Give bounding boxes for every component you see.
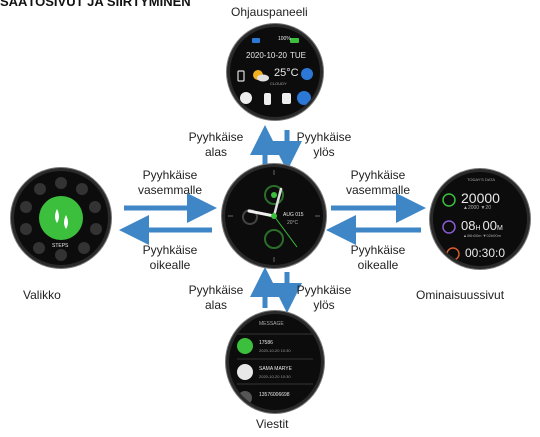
steps-ring-icon (264, 185, 284, 205)
steps-data-icon (442, 193, 456, 207)
gesture-line-2: oikealle (149, 258, 191, 272)
menu-icon-2 (76, 183, 88, 195)
temperature-text: 25°C (274, 67, 299, 79)
sleep-value: 08H 00M (461, 218, 503, 233)
message-time-1: 2020-10-20 10:30 (259, 348, 291, 353)
watch-control-panel[interactable]: 100% 2020-10-20 TUE 25°C CLOUDY (230, 27, 320, 117)
gesture-line-1: Pyyhkäise (296, 283, 352, 297)
sleep-sub: ▲06h00m ▼02h00m (463, 233, 501, 238)
minute-hand (272, 187, 283, 218)
screen-lock-icon (282, 93, 291, 104)
steps-app-icon (39, 196, 83, 240)
brightness-icon (297, 91, 311, 105)
label-control-panel: Ohjauspaneeli (231, 5, 308, 19)
label-feature-pages: Ominaisuussivut (416, 288, 505, 302)
message-name-3: 13576006698 (259, 392, 290, 398)
gesture-line-1: Pyyhkäise (142, 243, 198, 257)
settings-gear-icon (301, 68, 313, 80)
gesture-line-1: Pyyhkäise (188, 283, 244, 297)
watch-center-face[interactable]: AUG 015 20°C (225, 167, 323, 265)
contact-icon (237, 364, 253, 380)
features-header: TODAY'S DATA (467, 177, 496, 182)
weather-caption: CLOUDY (270, 81, 287, 86)
label-messages: Viestit (256, 417, 289, 431)
gesture-line-2: alas (204, 145, 227, 159)
bluetooth-icon (252, 38, 260, 43)
second-hand (273, 215, 298, 248)
gesture-line-2: ylös (313, 145, 335, 159)
menu-icon-8 (20, 223, 32, 235)
find-phone-icon (240, 92, 252, 104)
menu-icon-1 (55, 177, 67, 189)
menu-icon-6 (55, 249, 67, 261)
gesture-line-2: vasemmalle (345, 183, 411, 197)
sleep-data-icon (442, 220, 456, 234)
watch-feature-pages[interactable]: TODAY'S DATA 20000 ▲2000 ▼20 08H 00M ▲06… (433, 172, 527, 266)
menu-caption: STEPS (52, 243, 69, 249)
message-name-1: 17586 (259, 340, 273, 346)
wechat-icon (237, 338, 253, 354)
message-icon (238, 391, 252, 405)
heart-ring-icon (264, 229, 284, 249)
timer-value: 00:30:0 (465, 246, 506, 260)
battery-small-icon (237, 70, 245, 82)
gesture-line-2: alas (204, 298, 227, 312)
gesture-line-1: Pyyhkäise (350, 168, 406, 182)
sleep-minutes: 00 (482, 218, 497, 233)
battery-percent: 100% (278, 36, 291, 42)
steps-sub: ▲2000 ▼20 (463, 205, 491, 211)
hour-hand (247, 209, 276, 218)
gesture-line-1: Pyyhkäise (142, 168, 198, 182)
label-menu: Valikko (23, 288, 61, 302)
menu-icon-7 (33, 242, 45, 254)
gesture-line-2: ylös (313, 298, 335, 312)
gesture-line-1: Pyyhkäise (296, 130, 352, 144)
timer-data-icon (446, 247, 460, 261)
date-text: 2020-10-20 (246, 51, 287, 60)
steps-value: 20000 (461, 190, 500, 206)
messages-header: MESSAGE (259, 321, 284, 327)
watch-messages[interactable]: MESSAGE 17586 2020-10-20 10:30 SAMA MARY… (229, 314, 321, 410)
menu-icon-3 (89, 201, 101, 213)
flashlight-icon (264, 93, 271, 105)
page-heading: SÄÄTOSIVUT JA SIIRTYMINEN (0, 0, 191, 9)
gesture-line-1: Pyyhkäise (188, 130, 244, 144)
menu-icon-10 (34, 183, 46, 195)
sleep-hours: 08 (461, 218, 476, 233)
message-name-2: SAMA MARYE (259, 366, 292, 372)
gesture-line-2: vasemmalle (137, 183, 203, 197)
center-weather: 20°C (287, 220, 299, 226)
menu-icon-9 (20, 201, 32, 213)
weekday-text: TUE (290, 51, 306, 60)
watch-menu[interactable]: STEPS (14, 171, 108, 265)
menu-icon-5 (78, 242, 90, 254)
center-date: AUG 015 (283, 212, 304, 218)
gesture-line-1: Pyyhkäise (350, 243, 406, 257)
gesture-line-2: oikealle (357, 258, 399, 272)
message-time-2: 2020-10-20 10:30 (259, 374, 291, 379)
battery-icon (290, 38, 299, 43)
menu-icon-4 (90, 223, 102, 235)
footprint-icon (55, 209, 68, 229)
